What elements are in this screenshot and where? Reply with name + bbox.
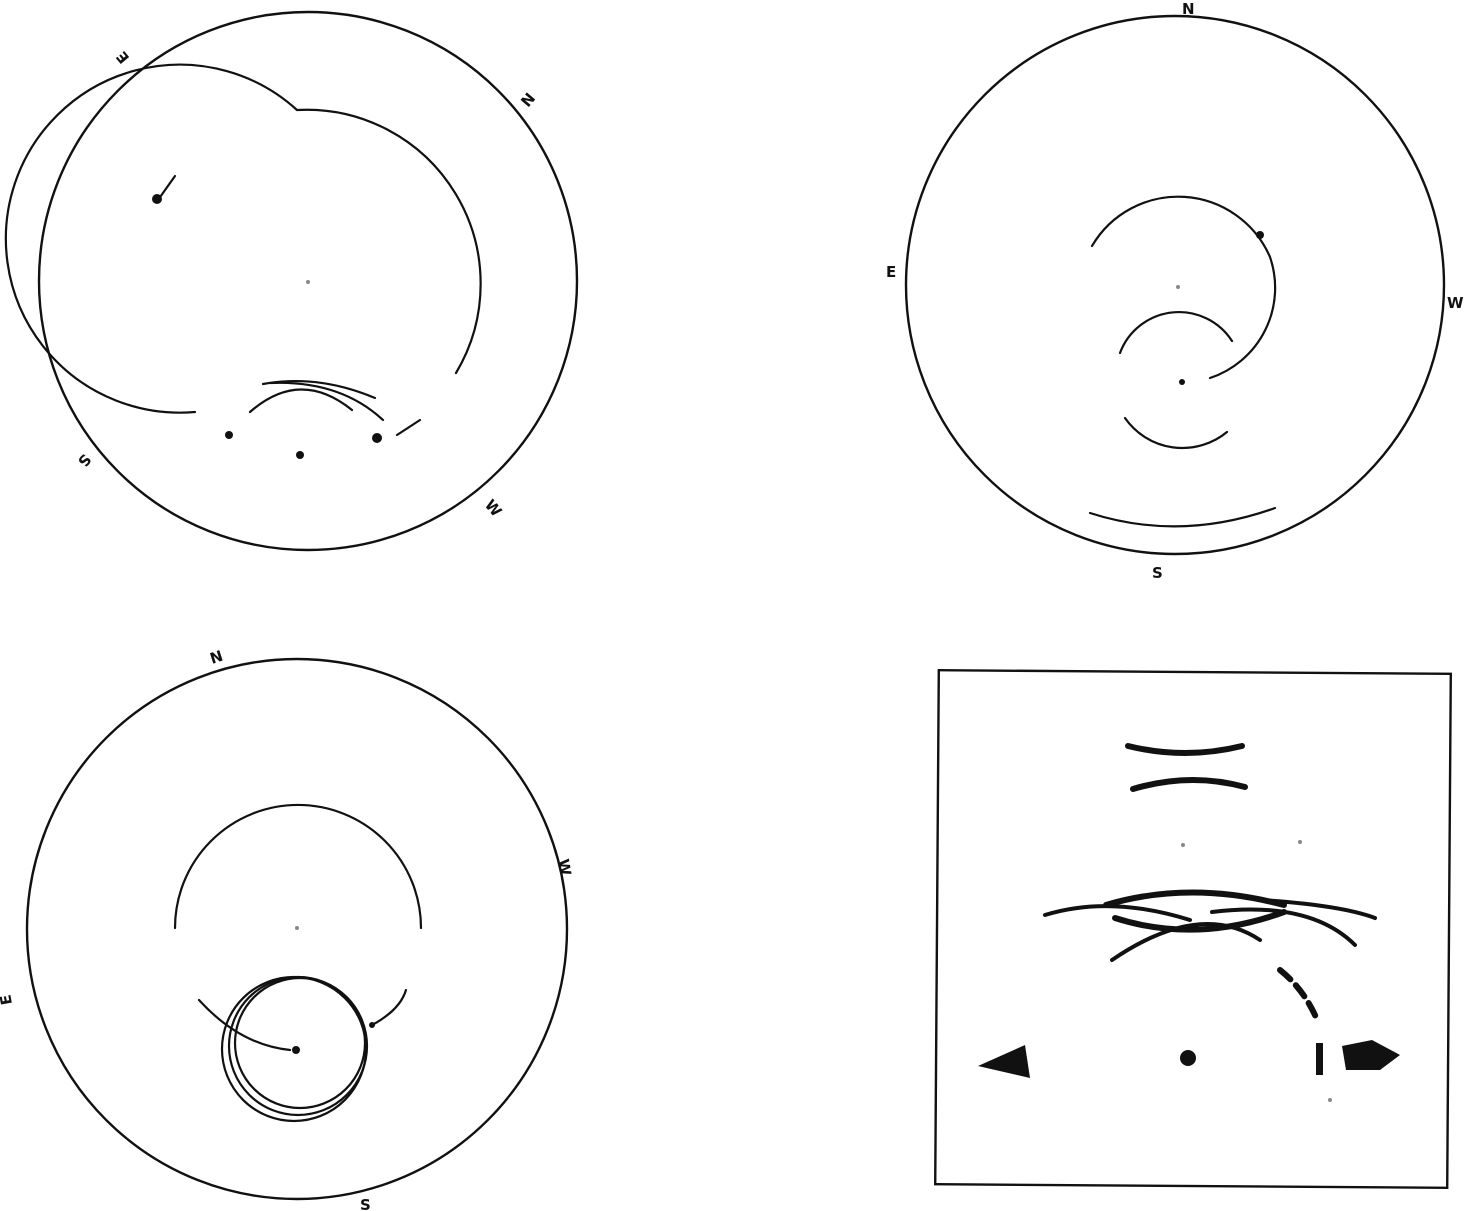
large-halo-arc bbox=[175, 805, 421, 928]
label-west: W bbox=[481, 496, 506, 521]
large-halo-arc bbox=[6, 65, 481, 413]
speck bbox=[1181, 843, 1185, 847]
panel-top-left: N E S W bbox=[6, 12, 577, 550]
upper-arc-a bbox=[1128, 746, 1242, 753]
sun-point bbox=[292, 1046, 300, 1054]
parhelion-right-bar bbox=[1316, 1043, 1323, 1075]
parhelion-left bbox=[978, 1045, 1030, 1078]
descending-arc bbox=[1280, 970, 1318, 1022]
zenith-point bbox=[295, 926, 299, 930]
sun-point bbox=[296, 451, 304, 459]
panel-bottom-right bbox=[935, 670, 1451, 1188]
arc-fragment-right bbox=[397, 420, 420, 435]
middle-arc-a bbox=[1106, 893, 1284, 906]
label-east: E bbox=[0, 993, 16, 1006]
zenith-point bbox=[306, 280, 310, 284]
arc-end-point bbox=[369, 1022, 375, 1028]
label-east: E bbox=[886, 263, 896, 281]
lower-arc-right bbox=[372, 990, 406, 1025]
bright-spot bbox=[1256, 231, 1264, 239]
label-north: N bbox=[1182, 0, 1195, 18]
speck bbox=[1298, 840, 1302, 844]
label-south: S bbox=[74, 450, 95, 470]
small-halo-ring-3 bbox=[235, 978, 365, 1108]
halo-arc-upper bbox=[1092, 197, 1275, 378]
parhelion-right bbox=[372, 433, 382, 443]
label-south: S bbox=[1152, 564, 1163, 582]
upper-arc-b bbox=[1133, 780, 1245, 789]
label-north: N bbox=[208, 647, 226, 668]
label-west: W bbox=[1447, 294, 1464, 312]
horizon-circle bbox=[906, 16, 1444, 554]
horizon-arc bbox=[1090, 508, 1275, 526]
sun-point bbox=[1180, 1050, 1196, 1066]
bright-spot bbox=[152, 194, 162, 204]
label-west: W bbox=[554, 858, 575, 878]
middle-arc-b bbox=[1115, 912, 1284, 930]
panel-bottom-left: N E S W bbox=[0, 647, 575, 1211]
speck bbox=[1328, 1098, 1332, 1102]
tangent-arc-right bbox=[270, 383, 383, 420]
panel-top-right: N E S W bbox=[886, 0, 1464, 582]
halo-arc-lower bbox=[1125, 418, 1227, 448]
label-east: E bbox=[113, 48, 133, 67]
parhelion-left bbox=[225, 431, 233, 439]
label-north: N bbox=[517, 89, 539, 110]
label-south: S bbox=[360, 1196, 371, 1211]
zenith-point bbox=[1176, 285, 1180, 289]
sun-point bbox=[1179, 379, 1185, 385]
parhelion-right bbox=[1342, 1040, 1400, 1070]
halo-arc-middle bbox=[1120, 312, 1232, 353]
